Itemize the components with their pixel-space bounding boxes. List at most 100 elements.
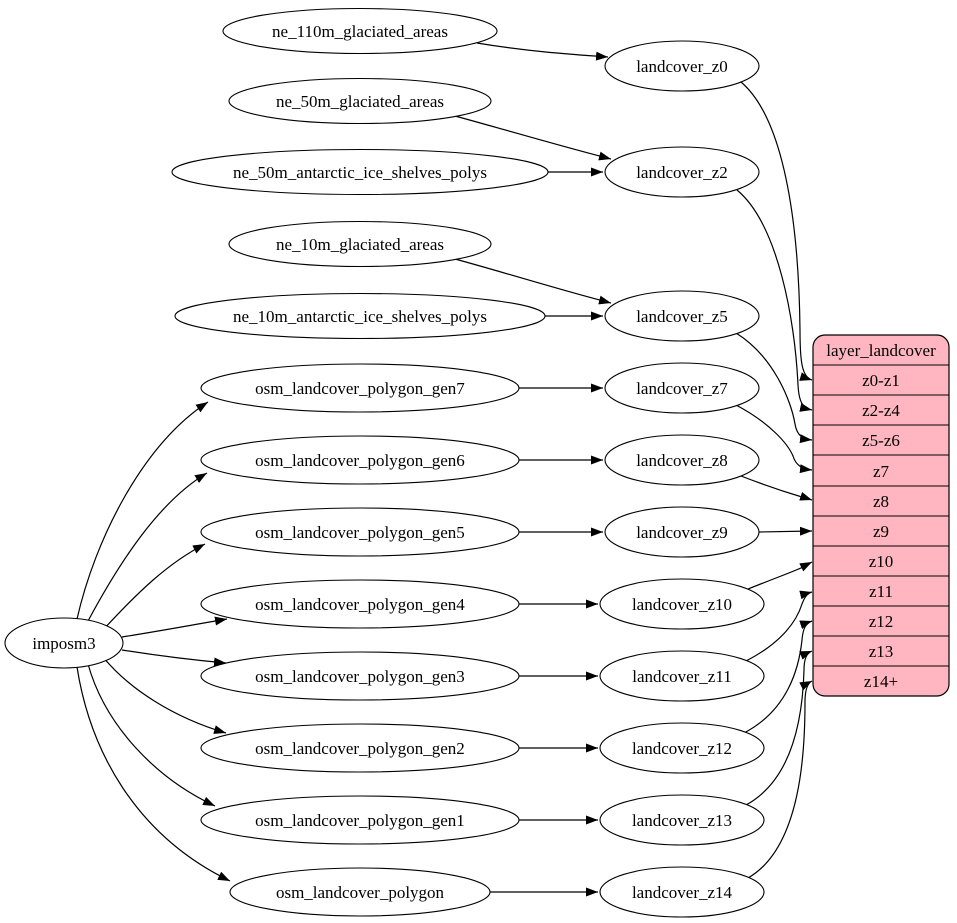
nodes-layer: imposm3 ne_110m_glaciated_areas ne_50m_g… xyxy=(4,7,765,918)
node-ne50m-ant-label: ne_50m_antarctic_ice_shelves_polys xyxy=(233,163,487,182)
node-landcover_z12: landcover_z12 xyxy=(599,722,765,774)
node-osm_landcover_polygon_gen3: osm_landcover_polygon_gen3 xyxy=(200,651,520,701)
node-gen5-label: osm_landcover_polygon_gen5 xyxy=(255,523,465,542)
node-ne10m-ant-label: ne_10m_antarctic_ice_shelves_polys xyxy=(233,307,487,326)
table-layer-landcover: layer_landcover z0-z1 z2-z4 z5-z6 z7 z8 … xyxy=(812,334,950,697)
node-osm_landcover_polygon_gen1: osm_landcover_polygon_gen1 xyxy=(200,795,520,845)
node-landcover_z5: landcover_z5 xyxy=(604,290,760,342)
node-gen7-shape xyxy=(200,363,520,413)
node-z7-shape xyxy=(604,362,760,414)
node-landcover_z13: landcover_z13 xyxy=(599,794,765,846)
edge-imposm3-gen3 xyxy=(121,649,227,667)
node-ne50m-ant-shape xyxy=(171,148,549,196)
node-ne10m-ant-shape xyxy=(174,292,546,340)
node-z11-label: landcover_z11 xyxy=(632,667,731,686)
node-gen3-label: osm_landcover_polygon_gen3 xyxy=(255,667,465,686)
table-row-z12: z12 xyxy=(869,612,894,631)
node-z14-label: landcover_z14 xyxy=(632,883,733,902)
edge-ne110m-z0 xyxy=(476,42,609,61)
node-ne50m-glac-shape xyxy=(228,77,492,125)
node-z11-shape xyxy=(599,650,765,702)
node-z5-shape xyxy=(604,290,760,342)
node-gen4-shape xyxy=(200,579,520,629)
node-ne10m-glac-shape xyxy=(228,220,492,268)
edge-z11-row-z11 xyxy=(745,590,813,662)
node-imposm3: imposm3 xyxy=(4,617,124,669)
edge-imposm3-gen7 xyxy=(76,401,209,620)
node-z0-label: landcover_z0 xyxy=(636,57,728,76)
node-ne_10m_antarctic_ice_shelves_polys: ne_10m_antarctic_ice_shelves_polys xyxy=(174,292,546,340)
node-landcover_z10: landcover_z10 xyxy=(599,578,765,630)
node-z5-label: landcover_z5 xyxy=(636,307,728,326)
node-gen2-label: osm_landcover_polygon_gen2 xyxy=(255,739,465,758)
edge-z9-row-z9 xyxy=(758,526,813,536)
node-landcover_z14: landcover_z14 xyxy=(599,866,765,918)
table-row-z10: z10 xyxy=(869,552,894,571)
edge-ne10m-glac-z5 xyxy=(454,258,612,305)
node-z9-label: landcover_z9 xyxy=(636,523,728,542)
node-z2-label: landcover_z2 xyxy=(636,163,728,182)
node-z12-shape xyxy=(599,722,765,774)
node-osm_landcover_polygon_gen6: osm_landcover_polygon_gen6 xyxy=(200,435,520,485)
node-ne_50m_antarctic_ice_shelves_polys: ne_50m_antarctic_ice_shelves_polys xyxy=(171,148,549,196)
edge-imposm3-gen6 xyxy=(87,472,208,622)
edge-imposm3-gen5 xyxy=(102,543,206,631)
node-z8-shape xyxy=(604,434,760,486)
node-z9-shape xyxy=(604,506,760,558)
edge-imposm3-gen1 xyxy=(87,663,216,807)
table-row-z11: z11 xyxy=(869,582,893,601)
node-z12-label: landcover_z12 xyxy=(632,739,732,758)
node-gen1-label: osm_landcover_polygon_gen1 xyxy=(255,811,465,830)
node-ne110m-shape xyxy=(222,7,498,55)
node-z7-label: landcover_z7 xyxy=(636,379,728,398)
node-landcover_z0: landcover_z0 xyxy=(604,40,760,92)
table-row-z5-z6: z5-z6 xyxy=(862,431,900,450)
edge-imposm3-gen2 xyxy=(102,656,227,734)
node-landcover_z8: landcover_z8 xyxy=(604,434,760,486)
table-row-z8: z8 xyxy=(873,492,889,511)
node-z8-label: landcover_z8 xyxy=(636,451,728,470)
edge-z0-row-z0z1 xyxy=(740,81,813,381)
node-landcover_z9: landcover_z9 xyxy=(604,506,760,558)
edge-ne50m-glac-z2 xyxy=(454,115,612,161)
node-osm_landcover_polygon: osm_landcover_polygon xyxy=(229,867,491,917)
table-row-z9: z9 xyxy=(873,522,889,541)
node-z10-shape xyxy=(599,578,765,630)
edge-z10-row-z10 xyxy=(747,561,813,590)
node-gen4-label: osm_landcover_polygon_gen4 xyxy=(255,595,465,614)
node-ne_10m_glaciated_areas: ne_10m_glaciated_areas xyxy=(228,220,492,268)
node-gen5-shape xyxy=(200,507,520,557)
node-gen6-label: osm_landcover_polygon_gen6 xyxy=(255,451,465,470)
node-osm_landcover_polygon_gen2: osm_landcover_polygon_gen2 xyxy=(200,723,520,773)
node-z13-label: landcover_z13 xyxy=(632,811,732,830)
node-polygon-shape xyxy=(229,867,491,917)
table-row-z0-z1: z0-z1 xyxy=(862,371,900,390)
node-z2-shape xyxy=(604,146,760,198)
node-ne110m-label: ne_110m_glaciated_areas xyxy=(272,22,448,41)
edges-layer xyxy=(76,42,813,897)
edge-z14-row-z14plus xyxy=(747,680,813,879)
table-row-z13: z13 xyxy=(869,642,894,661)
node-z10-label: landcover_z10 xyxy=(632,595,732,614)
node-osm_landcover_polygon_gen4: osm_landcover_polygon_gen4 xyxy=(200,579,520,629)
node-z14-shape xyxy=(599,866,765,918)
node-gen3-shape xyxy=(200,651,520,701)
node-landcover_z2: landcover_z2 xyxy=(604,146,760,198)
node-gen1-shape xyxy=(200,795,520,845)
node-landcover_z11: landcover_z11 xyxy=(599,650,765,702)
edge-z5-row-z5z6 xyxy=(735,332,813,444)
node-ne10m-glac-label: ne_10m_glaciated_areas xyxy=(276,235,444,254)
node-osm_landcover_polygon_gen7: osm_landcover_polygon_gen7 xyxy=(200,363,520,413)
edge-z2-row-z2z4 xyxy=(736,189,813,412)
node-gen6-shape xyxy=(200,435,520,485)
node-ne50m-glac-label: ne_50m_glaciated_areas xyxy=(276,92,444,111)
table-row-z14plus: z14+ xyxy=(864,672,898,691)
node-imposm3-label: imposm3 xyxy=(32,634,95,653)
node-polygon-label: osm_landcover_polygon xyxy=(276,883,445,902)
node-osm_landcover_polygon_gen5: osm_landcover_polygon_gen5 xyxy=(200,507,520,557)
table-row-z7: z7 xyxy=(873,462,890,481)
node-ne_110m_glaciated_areas: ne_110m_glaciated_areas xyxy=(222,7,498,55)
node-z0-shape xyxy=(604,40,760,92)
edge-imposm3-polygon xyxy=(76,666,231,882)
